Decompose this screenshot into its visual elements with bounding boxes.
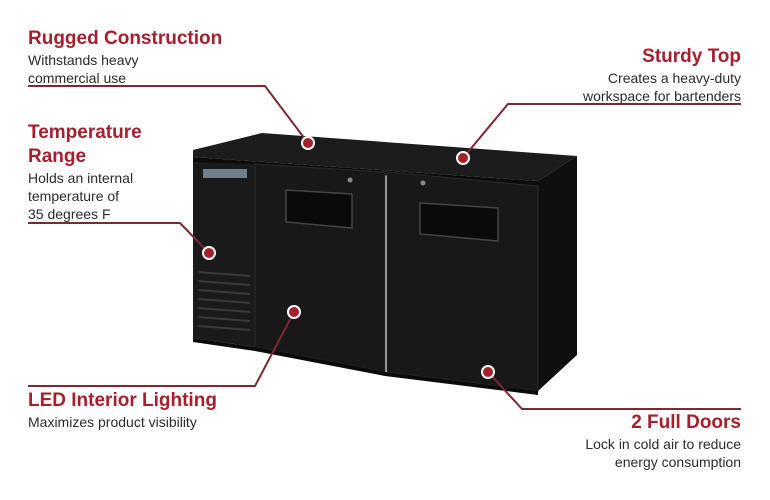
callout-desc-line: Creates a heavy-duty <box>607 70 741 86</box>
callout-sturdy-top: Sturdy Top Creates a heavy-duty workspac… <box>481 45 741 105</box>
sturdy-marker <box>456 151 470 165</box>
vent-louvers <box>197 271 251 331</box>
callout-2-full-doors: 2 Full Doors Lock in cold air to reduce … <box>481 411 741 471</box>
right-lock <box>420 180 426 186</box>
callout-desc-line: Holds an internal <box>28 170 134 186</box>
doors-marker <box>481 365 495 379</box>
callout-rugged-construction: Rugged Construction Withstands heavy com… <box>28 27 278 87</box>
callout-temperature-range: Temperature Range Holds an internal temp… <box>28 121 188 223</box>
back-bar-cooler-image <box>193 133 577 395</box>
control-plate <box>203 169 247 178</box>
callout-desc-line: Lock in cold air to reduce <box>585 436 741 452</box>
rugged-connector <box>28 85 309 144</box>
temp-marker <box>202 246 216 260</box>
callout-desc-line: Withstands heavy <box>28 52 139 68</box>
callout-title: Rugged Construction <box>28 28 223 49</box>
sturdy-connector <box>462 103 741 159</box>
callout-title: LED Interior Lighting <box>28 390 217 411</box>
led-connector <box>28 311 295 387</box>
left-door-handle <box>285 189 353 229</box>
callout-title: Sturdy Top <box>642 46 741 67</box>
right-door-handle <box>419 202 499 242</box>
right-door <box>386 171 539 392</box>
callout-title: Range <box>28 146 87 167</box>
callout-desc-line: 35 degrees F <box>28 206 111 222</box>
callout-desc-line: temperature of <box>28 188 120 204</box>
callout-desc-line: Maximizes product visibility <box>28 414 197 430</box>
rugged-marker <box>301 136 315 150</box>
doors-connector <box>487 371 741 410</box>
connector-lines <box>28 85 741 410</box>
callout-desc-line: energy consumption <box>614 454 741 470</box>
left-lock <box>347 177 353 183</box>
callout-led-interior-lighting: LED Interior Lighting Maximizes product … <box>28 389 288 431</box>
led-marker <box>287 305 301 319</box>
marker-dots <box>202 136 495 379</box>
callout-title: 2 Full Doors <box>631 412 741 433</box>
sturdy-top-surface <box>193 133 577 181</box>
callout-desc-line: workspace for bartenders <box>583 88 741 104</box>
temp-connector <box>28 222 210 254</box>
callout-desc-line: commercial use <box>28 70 127 86</box>
callout-title: Temperature <box>28 122 142 143</box>
